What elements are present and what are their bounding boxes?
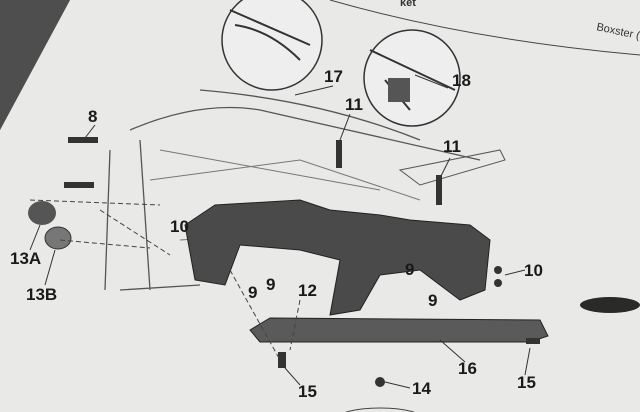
callout-14: 14 [412,379,431,398]
page-curve-line [329,0,640,56]
callout-10b: 10 [524,261,543,280]
background-surface [0,0,70,130]
seal-detail [229,9,311,61]
callout-10: 10 [170,217,189,236]
callout-13b: 13B [26,285,57,304]
lower-rail-part [249,317,549,343]
dashed-assembly-lines [29,199,301,361]
plug-13b [44,226,72,250]
callout-8: 8 [88,107,97,126]
callout-15b: 15 [517,373,536,392]
callout-11: 11 [345,95,363,114]
page-title-fragment: ket [400,0,416,9]
callout-18: 18 [452,71,471,90]
crossmember-part [184,199,491,316]
callout-13a: 13A [10,249,41,268]
fastener-icons [64,137,540,387]
callout-9c: 9 [405,260,414,279]
body-frame-lines [104,89,481,291]
callout-15: 15 [298,382,317,401]
callout-16: 16 [458,359,477,378]
clip-part [388,78,410,102]
detail-circle-seal [221,0,323,91]
callout-9: 9 [266,275,275,294]
detail-circle-clip [363,29,461,127]
callout-11b: 11 [443,137,461,156]
callout-9d: 9 [428,291,437,310]
callout-12: 12 [298,281,317,300]
callout-9b: 9 [248,283,257,302]
plug-13a [28,201,56,225]
leader-lines [29,74,531,389]
right-frame-lines [398,149,506,186]
pen-tip [580,297,640,313]
callout-17: 17 [324,67,343,86]
bottom-detail-circle [344,407,416,412]
